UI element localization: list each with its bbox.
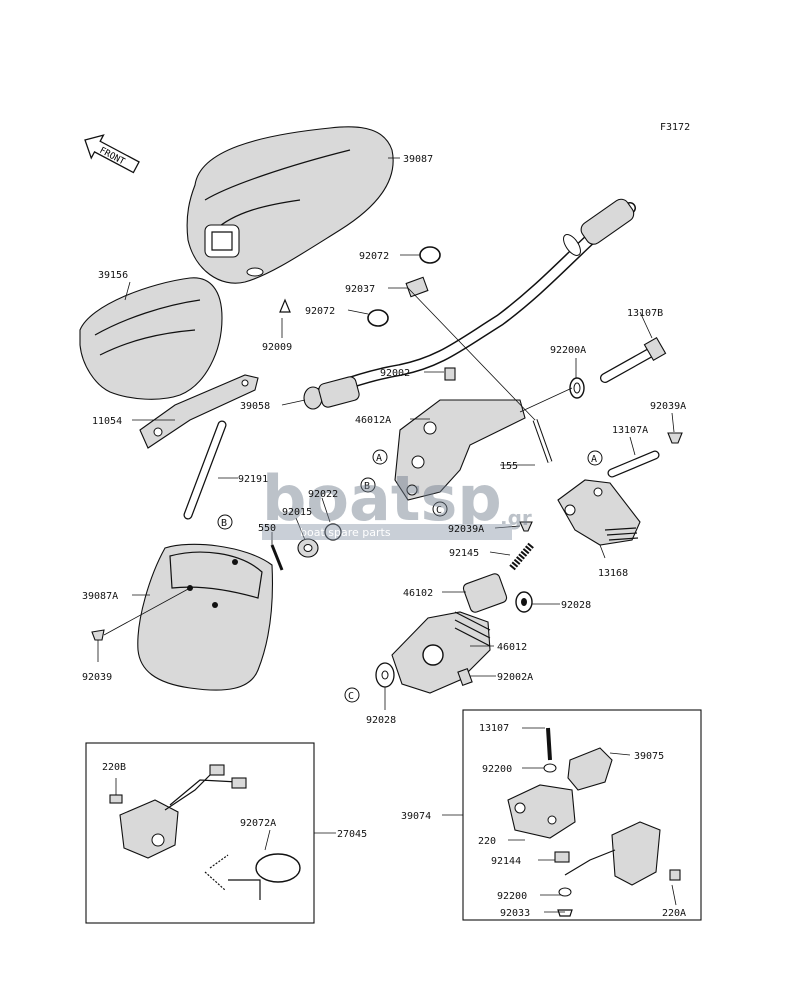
bolt-92039A-right — [667, 432, 683, 444]
label-39075: 39075 — [634, 751, 664, 762]
gear-46102 — [462, 573, 508, 613]
label-220A: 220A — [662, 908, 686, 919]
washer-92022 — [324, 523, 342, 541]
label-27045: 27045 — [337, 829, 367, 840]
label-550: 550 — [258, 523, 276, 534]
label-39058: 39058 — [240, 401, 270, 412]
label-39087: 39087 — [403, 154, 433, 165]
screw-92039 — [91, 629, 105, 641]
label-92022: 92022 — [308, 489, 338, 500]
callout-a1: A — [372, 449, 388, 465]
label-13107B: 13107B — [627, 308, 663, 319]
handlebar-39058 — [303, 198, 636, 410]
label-92144: 92144 — [491, 856, 521, 867]
svg-text:C: C — [436, 505, 442, 516]
callout-b2: B — [217, 514, 233, 530]
label-92072-mid: 92072 — [305, 306, 335, 317]
svg-text:B: B — [364, 481, 370, 492]
screw-92039A-mid — [519, 521, 533, 532]
bolt-92002A — [457, 668, 473, 686]
label-92002A: 92002A — [497, 672, 533, 683]
watermark-brand: boatsp — [262, 462, 502, 535]
part-labels: 39087 39156 92009 11054 92072 92037 9207… — [82, 154, 686, 919]
switch-kit-box-27045 — [85, 742, 336, 924]
label-13107A: 13107A — [612, 425, 648, 436]
callout-b1: B — [360, 477, 376, 493]
label-39156: 39156 — [98, 270, 128, 281]
label-92009: 92009 — [262, 342, 292, 353]
lower-cover-39087A — [137, 543, 274, 691]
switch-assembly-box-39074 — [442, 709, 702, 921]
callout-c2: C — [344, 687, 360, 703]
label-92037: 92037 — [345, 284, 375, 295]
nut-92015 — [297, 538, 319, 558]
label-46102: 46102 — [403, 588, 433, 599]
label-155: 155 — [500, 461, 518, 472]
handle-cover-39156 — [79, 277, 223, 400]
handle-pole-cover — [186, 126, 394, 284]
label-92039A-mid: 92039A — [448, 524, 484, 535]
steering-holder-46012A — [394, 399, 526, 501]
shaft-13107B — [600, 336, 667, 383]
callout-a2: A — [587, 450, 603, 466]
label-92072A: 92072A — [240, 818, 276, 829]
label-39087A: 39087A — [82, 591, 118, 602]
svg-text:C: C — [348, 691, 354, 702]
callout-c1: C — [432, 501, 448, 517]
label-92002: 92002 — [380, 368, 410, 379]
steering-holder-46012 — [391, 611, 491, 694]
label-220: 220 — [478, 836, 496, 847]
label-92028-right: 92028 — [561, 600, 591, 611]
svg-text:A: A — [591, 454, 597, 465]
rod-92191 — [183, 420, 227, 520]
leader-lines — [97, 157, 675, 710]
washer-92028-bottom — [375, 662, 395, 688]
clip-92037 — [405, 276, 429, 298]
label-92200: 92200 — [482, 764, 512, 775]
label-13107: 13107 — [479, 723, 509, 734]
spring-92145 — [509, 541, 535, 571]
label-13168: 13168 — [598, 568, 628, 579]
label-92145: 92145 — [449, 548, 479, 559]
label-11054: 11054 — [92, 416, 122, 427]
washer-92028-right — [515, 591, 533, 613]
label-92072-top: 92072 — [359, 251, 389, 262]
bolt-92002 — [444, 367, 456, 381]
figure-code: F3172 — [660, 122, 690, 133]
label-92039: 92039 — [82, 672, 112, 683]
pin-155 — [532, 419, 553, 463]
svg-text:A: A — [376, 453, 382, 464]
watermark-domain: .gr — [500, 506, 532, 530]
label-92033: 92033 — [500, 908, 530, 919]
clamp-ring-92072-mid — [367, 309, 389, 327]
label-220B: 220B — [102, 762, 126, 773]
label-92200-b: 92200 — [497, 891, 527, 902]
screw-92009 — [279, 298, 291, 313]
label-92039A-right: 92039A — [650, 401, 686, 412]
label-92015: 92015 — [282, 507, 312, 518]
watermark: boatsp .gr boat spare parts — [262, 462, 532, 540]
label-92191: 92191 — [238, 474, 268, 485]
label-46012A: 46012A — [355, 415, 391, 426]
label-39074: 39074 — [401, 811, 431, 822]
lever-bracket-13168 — [557, 479, 641, 546]
svg-text:B: B — [221, 518, 227, 529]
shaft-13107A — [607, 450, 660, 478]
screw-550 — [270, 544, 284, 571]
washer-92200A — [569, 377, 585, 399]
front-arrow-icon: FRONT — [84, 134, 140, 174]
watermark-tagline: boat spare parts — [300, 526, 391, 539]
label-92200A: 92200A — [550, 345, 586, 356]
clamp-ring-92072-top — [419, 246, 441, 264]
label-46012: 46012 — [497, 642, 527, 653]
label-92028-bottom: 92028 — [366, 715, 396, 726]
bracket-11054 — [139, 374, 259, 449]
